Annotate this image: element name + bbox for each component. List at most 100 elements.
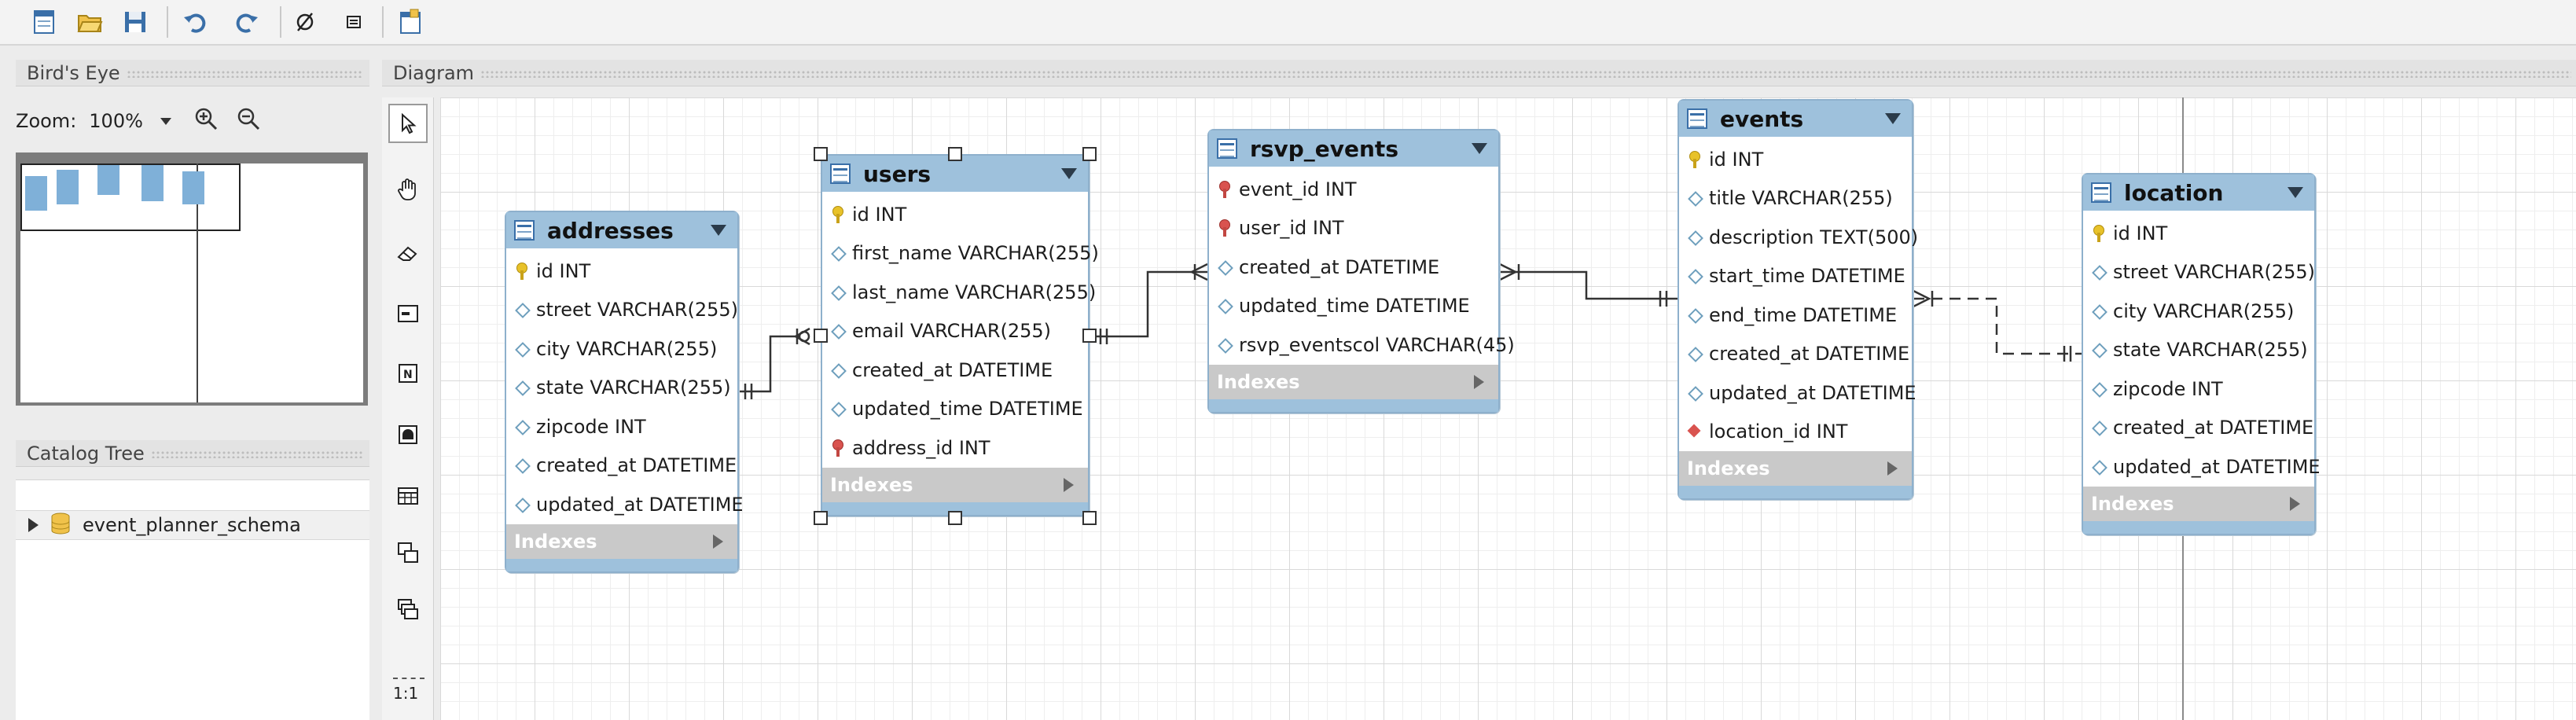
collapse-arrow-icon[interactable] bbox=[2288, 187, 2303, 198]
new-document-icon[interactable] bbox=[27, 6, 61, 38]
hand-icon[interactable] bbox=[388, 170, 428, 209]
column-row[interactable]: user_id INT bbox=[1209, 209, 1498, 248]
column-row[interactable]: zipcode INT bbox=[2083, 369, 2314, 409]
expand-arrow-icon[interactable] bbox=[28, 518, 39, 532]
indexes-section[interactable]: Indexes bbox=[822, 467, 1088, 502]
column-row[interactable]: created_at DATETIME bbox=[2083, 409, 2314, 448]
column-row[interactable]: title VARCHAR(255) bbox=[1679, 179, 1912, 219]
column-row[interactable]: updated_at DATETIME bbox=[1679, 373, 1916, 413]
column-row[interactable]: id INT bbox=[1679, 140, 1912, 179]
toggle-grid-icon[interactable] bbox=[288, 6, 322, 38]
birds-eye-viewport[interactable] bbox=[20, 163, 241, 231]
column-row[interactable]: updated_at DATETIME bbox=[506, 485, 744, 524]
new-sheet-icon[interactable] bbox=[393, 6, 428, 38]
column-row[interactable]: end_time DATETIME bbox=[1679, 296, 1912, 335]
cardinality-many-mark bbox=[1499, 263, 1518, 281]
column-row[interactable]: first_name VARCHAR(255) bbox=[822, 234, 1099, 274]
routine-group-icon[interactable] bbox=[388, 590, 428, 629]
expand-arrow-icon[interactable] bbox=[1887, 461, 1898, 476]
collapse-arrow-icon[interactable] bbox=[1472, 143, 1487, 154]
expand-arrow-icon[interactable] bbox=[713, 534, 723, 549]
column-row[interactable]: start_time DATETIME bbox=[1679, 257, 1912, 296]
table-header[interactable]: events bbox=[1679, 101, 1912, 137]
column-row[interactable]: address_id INT bbox=[822, 428, 1088, 468]
resize-handle[interactable] bbox=[814, 329, 828, 343]
table-addresses[interactable]: addresses id INT street VARCHAR(255)city … bbox=[505, 211, 744, 573]
align-icon[interactable] bbox=[336, 6, 371, 38]
column-row[interactable]: rsvp_eventscol VARCHAR(45) bbox=[1209, 325, 1515, 365]
zoom-in-icon[interactable] bbox=[193, 106, 219, 136]
indexes-section[interactable]: Indexes bbox=[1209, 364, 1498, 399]
column-row[interactable]: id INT bbox=[506, 252, 737, 291]
resize-handle[interactable] bbox=[814, 511, 828, 525]
collapse-arrow-icon[interactable] bbox=[1885, 113, 1901, 124]
indexes-section[interactable]: Indexes bbox=[1679, 451, 1912, 486]
open-folder-icon[interactable] bbox=[72, 6, 107, 38]
resize-handle[interactable] bbox=[948, 147, 962, 161]
column-text: id INT bbox=[536, 259, 591, 282]
collapse-arrow-icon[interactable] bbox=[711, 225, 726, 236]
collapse-arrow-icon[interactable] bbox=[1061, 168, 1077, 179]
table-header[interactable]: location bbox=[2083, 174, 2314, 211]
column-row[interactable]: city VARCHAR(255) bbox=[2083, 292, 2314, 331]
catalog-tree-header: Catalog Tree bbox=[16, 440, 369, 467]
indexes-section[interactable]: Indexes bbox=[506, 523, 737, 559]
resize-handle[interactable] bbox=[1082, 147, 1097, 161]
column-row[interactable]: street VARCHAR(255) bbox=[2083, 253, 2315, 292]
pointer-icon[interactable] bbox=[388, 104, 428, 143]
column-row[interactable]: state VARCHAR(255) bbox=[506, 369, 737, 408]
tree-item-schema[interactable]: event_planner_schema bbox=[16, 510, 369, 540]
column-row[interactable]: id INT bbox=[822, 195, 1088, 234]
column-diamond-icon bbox=[1689, 267, 1701, 285]
column-row[interactable]: location_id INT bbox=[1679, 413, 1912, 452]
resize-handle[interactable] bbox=[1082, 511, 1097, 525]
relationship-rsvp-events[interactable] bbox=[1500, 270, 1678, 300]
relationship-events-location[interactable] bbox=[1913, 297, 2082, 355]
column-row[interactable]: city VARCHAR(255) bbox=[506, 329, 737, 369]
undo-icon[interactable] bbox=[178, 6, 212, 38]
table-header[interactable]: addresses bbox=[506, 212, 737, 248]
column-row[interactable]: created_at DATETIME bbox=[1209, 248, 1498, 287]
column-row[interactable]: created_at DATETIME bbox=[1679, 335, 1912, 374]
column-row[interactable]: description TEXT(500) bbox=[1679, 218, 1918, 257]
table-icon[interactable] bbox=[388, 476, 428, 516]
table-header[interactable]: users bbox=[822, 156, 1088, 192]
column-row[interactable]: last_name VARCHAR(255) bbox=[822, 273, 1096, 312]
indexes-section[interactable]: Indexes bbox=[2083, 486, 2314, 521]
relationship-addresses-users[interactable] bbox=[739, 335, 810, 393]
note-icon[interactable]: N bbox=[388, 354, 428, 393]
column-row[interactable]: updated_at DATETIME bbox=[2083, 447, 2321, 487]
birds-eye-view[interactable] bbox=[16, 152, 368, 406]
resize-handle[interactable] bbox=[948, 511, 962, 525]
expand-arrow-icon[interactable] bbox=[2290, 496, 2300, 511]
image-icon[interactable] bbox=[388, 415, 428, 454]
column-row[interactable]: zipcode INT bbox=[506, 407, 737, 446]
column-row[interactable]: updated_time DATETIME bbox=[1209, 287, 1498, 326]
zoom-select[interactable]: 100% bbox=[84, 107, 176, 135]
column-row[interactable]: event_id INT bbox=[1209, 170, 1498, 209]
expand-arrow-icon[interactable] bbox=[1064, 477, 1074, 492]
resize-handle[interactable] bbox=[1082, 329, 1097, 343]
view-icon[interactable] bbox=[388, 533, 428, 572]
zoom-out-icon[interactable] bbox=[236, 106, 261, 136]
column-row[interactable]: id INT bbox=[2083, 214, 2314, 253]
column-row[interactable]: created_at DATETIME bbox=[506, 446, 737, 486]
redo-icon[interactable] bbox=[230, 6, 264, 38]
relationship-users-rsvp[interactable] bbox=[1090, 270, 1207, 338]
resize-handle[interactable] bbox=[814, 147, 828, 161]
layer-icon[interactable] bbox=[388, 294, 428, 333]
table-header[interactable]: rsvp_events bbox=[1209, 130, 1498, 167]
expand-arrow-icon[interactable] bbox=[1474, 374, 1484, 389]
save-icon[interactable] bbox=[118, 6, 153, 38]
column-row[interactable]: street VARCHAR(255) bbox=[506, 291, 738, 330]
column-row[interactable]: state VARCHAR(255) bbox=[2083, 331, 2314, 370]
column-row[interactable]: updated_time DATETIME bbox=[822, 390, 1088, 429]
column-row[interactable]: created_at DATETIME bbox=[822, 351, 1088, 390]
eraser-icon[interactable] bbox=[388, 233, 428, 272]
column-row[interactable]: email VARCHAR(255) bbox=[822, 312, 1088, 351]
